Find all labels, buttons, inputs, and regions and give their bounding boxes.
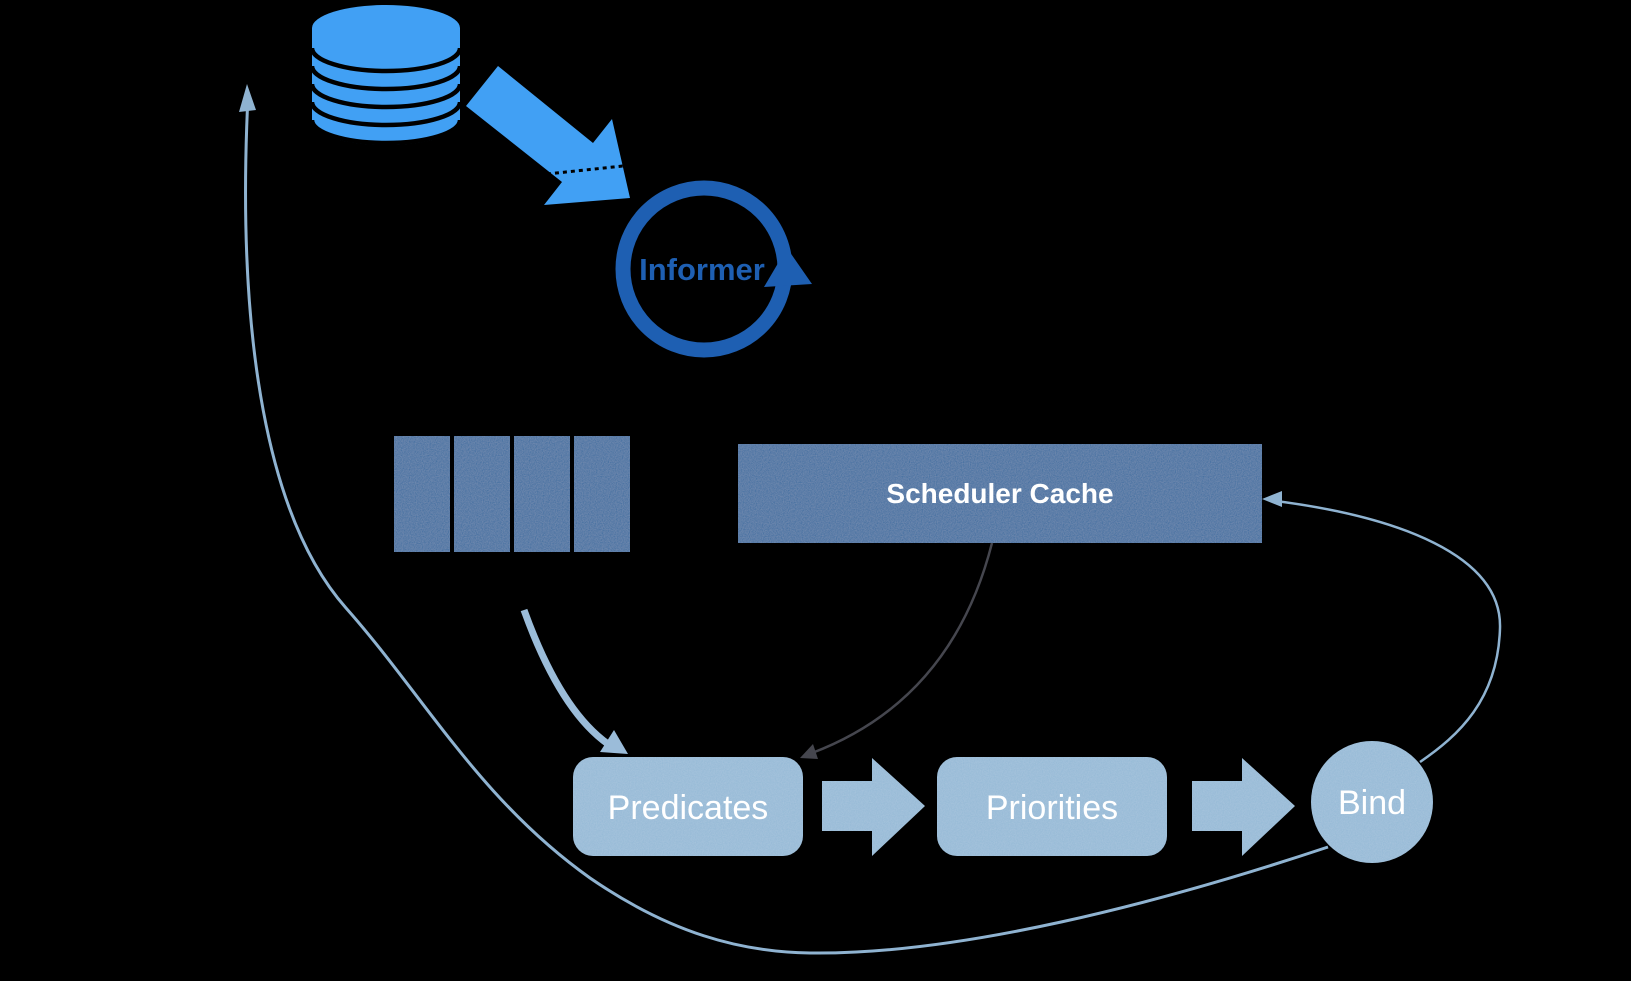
cache-to-predicates-curve bbox=[811, 542, 994, 755]
informer-node: Informer bbox=[615, 180, 812, 358]
predicates-box bbox=[573, 757, 803, 856]
informer-label: Informer bbox=[639, 252, 765, 287]
loop-arrowhead-icon bbox=[764, 248, 812, 287]
bind-circle bbox=[1311, 741, 1433, 863]
pod-queue bbox=[394, 436, 630, 552]
queue-segment bbox=[574, 436, 630, 552]
cylinder-disc-line bbox=[309, 65, 463, 92]
cylinder-disc-line bbox=[309, 47, 463, 74]
cylinder-disc-line bbox=[309, 83, 463, 110]
priorities-node bbox=[937, 757, 1167, 856]
predicates-node bbox=[573, 757, 803, 856]
queue-to-predicates-curve bbox=[520, 608, 611, 747]
priorities-box bbox=[937, 757, 1167, 856]
queue-segment bbox=[514, 436, 570, 552]
priorities-to-bind-arrow bbox=[1192, 758, 1295, 856]
cylinder-disc-line bbox=[309, 101, 463, 128]
predicates-to-priorities-arrow bbox=[822, 758, 925, 856]
datastore-to-informer-arrow bbox=[466, 66, 643, 205]
bind-label: Bind bbox=[1338, 784, 1406, 822]
bind-loop-arrow bbox=[239, 84, 1329, 955]
cache-to-predicates-arrow bbox=[800, 542, 994, 759]
bind-node bbox=[1311, 741, 1433, 863]
cylinder-disc-line bbox=[309, 119, 463, 146]
database-cylinder-icon bbox=[309, 5, 463, 146]
scheduler-cache-label: Scheduler Cache bbox=[886, 478, 1113, 509]
queue-to-predicates-arrow bbox=[520, 608, 628, 754]
queue-to-predicates-arrowhead-icon bbox=[600, 730, 628, 754]
scheduler-cache-box bbox=[738, 444, 1262, 543]
scheduler-cache-node bbox=[738, 444, 1262, 543]
queue-segment bbox=[454, 436, 510, 552]
block-arrow-icon bbox=[822, 758, 925, 856]
cylinder-body bbox=[312, 5, 460, 145]
cache-to-predicates-arrowhead-icon bbox=[800, 744, 818, 759]
predicates-label: Predicates bbox=[608, 789, 769, 827]
bind-to-cache-arrowhead-icon bbox=[1262, 491, 1282, 507]
bind-loop-arrowhead-icon bbox=[239, 84, 256, 112]
bind-to-cache-curve bbox=[1267, 498, 1502, 764]
bind-loop-curve bbox=[244, 95, 1329, 955]
bind-to-cache-arrow bbox=[1262, 491, 1502, 764]
block-arrow-icon bbox=[1192, 758, 1295, 856]
priorities-label: Priorities bbox=[986, 789, 1118, 827]
queue-segment bbox=[394, 436, 450, 552]
